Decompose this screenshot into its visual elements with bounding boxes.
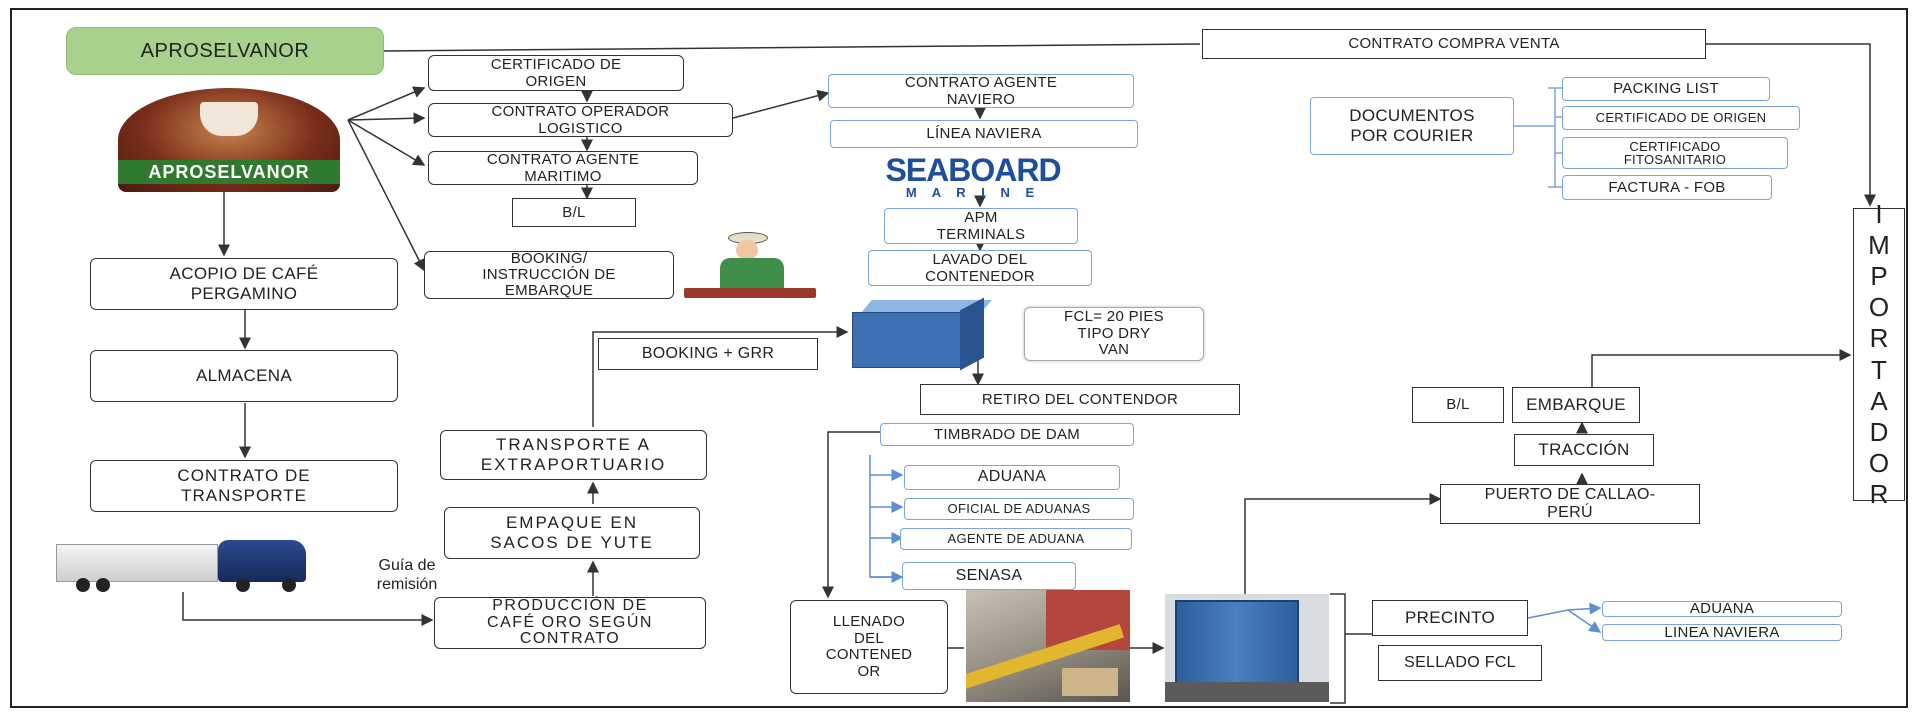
importador-letter: I	[1875, 198, 1883, 229]
org-name-box: APROSELVANOR	[66, 27, 384, 75]
container-photo	[1165, 594, 1329, 702]
contrato-compra-venta-box: CONTRATO COMPRA VENTA	[1202, 29, 1706, 59]
operador-logistico-box: CONTRATO OPERADOR LOGISTICO	[428, 103, 733, 137]
importador-letter: O	[1868, 448, 1890, 479]
precinto-box: PRECINTO	[1372, 600, 1528, 636]
coffee-cup-icon	[200, 102, 258, 136]
wheel-icon	[76, 578, 90, 592]
importador-letter: O	[1868, 292, 1890, 323]
fitosanitario-box: CERTIFICADO FITOSANITARIO	[1562, 137, 1788, 169]
bl-box-docs: B/L	[512, 198, 636, 227]
importador-letter: R	[1869, 323, 1889, 354]
lavado-box: LAVADO DEL CONTENEDOR	[868, 250, 1092, 286]
truck-bed	[1165, 682, 1329, 702]
diagram-frame	[10, 8, 1908, 708]
oficial-aduanas-box: OFICIAL DE ADUANAS	[904, 498, 1134, 520]
container-side	[960, 297, 984, 371]
agente-maritimo-box: CONTRATO AGENTE MARITIMO	[428, 151, 698, 185]
wheel-icon	[236, 578, 250, 592]
aproselvanor-logo: APROSELVANOR	[118, 88, 340, 192]
sellado-box: SELLADO FCL	[1378, 645, 1542, 681]
head	[736, 240, 758, 260]
precinto-linea-box: LINEA NAVIERA	[1602, 624, 1842, 641]
certificado-origen-box: CERTIFICADO DE ORIGEN	[428, 55, 684, 91]
seaboard-wordmark: SEABOARD	[885, 152, 1061, 188]
guia-remision-label: Guía de remisión	[376, 557, 438, 594]
agente-naviero-box: CONTRATO AGENTE NAVIERO	[828, 74, 1134, 108]
embarque-box: EMBARQUE	[1512, 387, 1640, 423]
documentos-courier-box: DOCUMENTOS POR COURIER	[1310, 97, 1514, 155]
importador-letter: R	[1869, 479, 1889, 510]
importador-letter: P	[1870, 260, 1888, 291]
bl-box-port: B/L	[1412, 387, 1504, 423]
wheel-icon	[282, 578, 296, 592]
booking-box: BOOKING/ INSTRUCCIÓN DE EMBARQUE	[424, 251, 674, 299]
truck-image	[56, 540, 308, 594]
container-front	[852, 312, 962, 368]
produccion-box: PRODUCCIÓN DE CAFÉ ORO SEGÚN CONTRATO	[434, 597, 706, 649]
puerto-box: PUERTO DE CALLAO- PERÚ	[1440, 484, 1700, 524]
loading-photo	[966, 590, 1130, 702]
agente-aduana-box: AGENTE DE ADUANA	[900, 528, 1132, 550]
importador-letter: A	[1870, 385, 1888, 416]
container-door	[1175, 600, 1299, 686]
seaboard-logo: SEABOARD M A R I N E	[868, 152, 1078, 200]
contrato-transporte-box: CONTRATO DE TRANSPORTE	[90, 460, 398, 512]
seaboard-marine: M A R I N E	[905, 185, 1041, 200]
wheel-icon	[96, 578, 110, 592]
retiro-box: RETIRO DEL CONTENDOR	[920, 384, 1240, 415]
cab	[218, 540, 306, 582]
desk	[684, 288, 816, 298]
packing-list-box: PACKING LIST	[1562, 77, 1770, 101]
senasa-box: SENASA	[902, 562, 1076, 590]
factura-box: FACTURA - FOB	[1562, 175, 1772, 200]
sacks	[1062, 668, 1118, 696]
importador-box: I M P O R T A D O R	[1853, 199, 1905, 509]
llenado-box: LLENADO DEL CONTENED OR	[790, 600, 948, 694]
acopio-box: ACOPIO DE CAFÉ PERGAMINO	[90, 258, 398, 310]
almacena-box: ALMACENA	[90, 350, 398, 402]
linea-naviera-box: LÍNEA NAVIERA	[830, 120, 1138, 148]
importador-letter: T	[1871, 354, 1887, 385]
importador-letter: M	[1868, 229, 1890, 260]
empaque-box: EMPAQUE EN SACOS DE YUTE	[444, 507, 700, 559]
booking-grr-box: BOOKING + GRR	[598, 338, 818, 370]
apm-box: APM TERMINALS	[884, 208, 1078, 244]
aduana-box: ADUANA	[904, 465, 1120, 490]
fcl-box: FCL= 20 PIES TIPO DRY VAN	[1024, 307, 1204, 361]
timbrado-box: TIMBRADO DE DAM	[880, 423, 1134, 446]
traccion-box: TRACCIÓN	[1514, 434, 1654, 466]
agent-illustration	[684, 232, 816, 300]
importador-letter: D	[1869, 416, 1889, 447]
transporte-extraportuario-box: TRANSPORTE A EXTRAPORTUARIO	[440, 430, 707, 480]
precinto-aduana-box: ADUANA	[1602, 600, 1842, 617]
trailer	[56, 544, 218, 582]
cert-origen-courier-box: CERTIFICADO DE ORIGEN	[1562, 106, 1800, 130]
logo-banner: APROSELVANOR	[118, 160, 340, 184]
container-illustration	[852, 297, 998, 384]
